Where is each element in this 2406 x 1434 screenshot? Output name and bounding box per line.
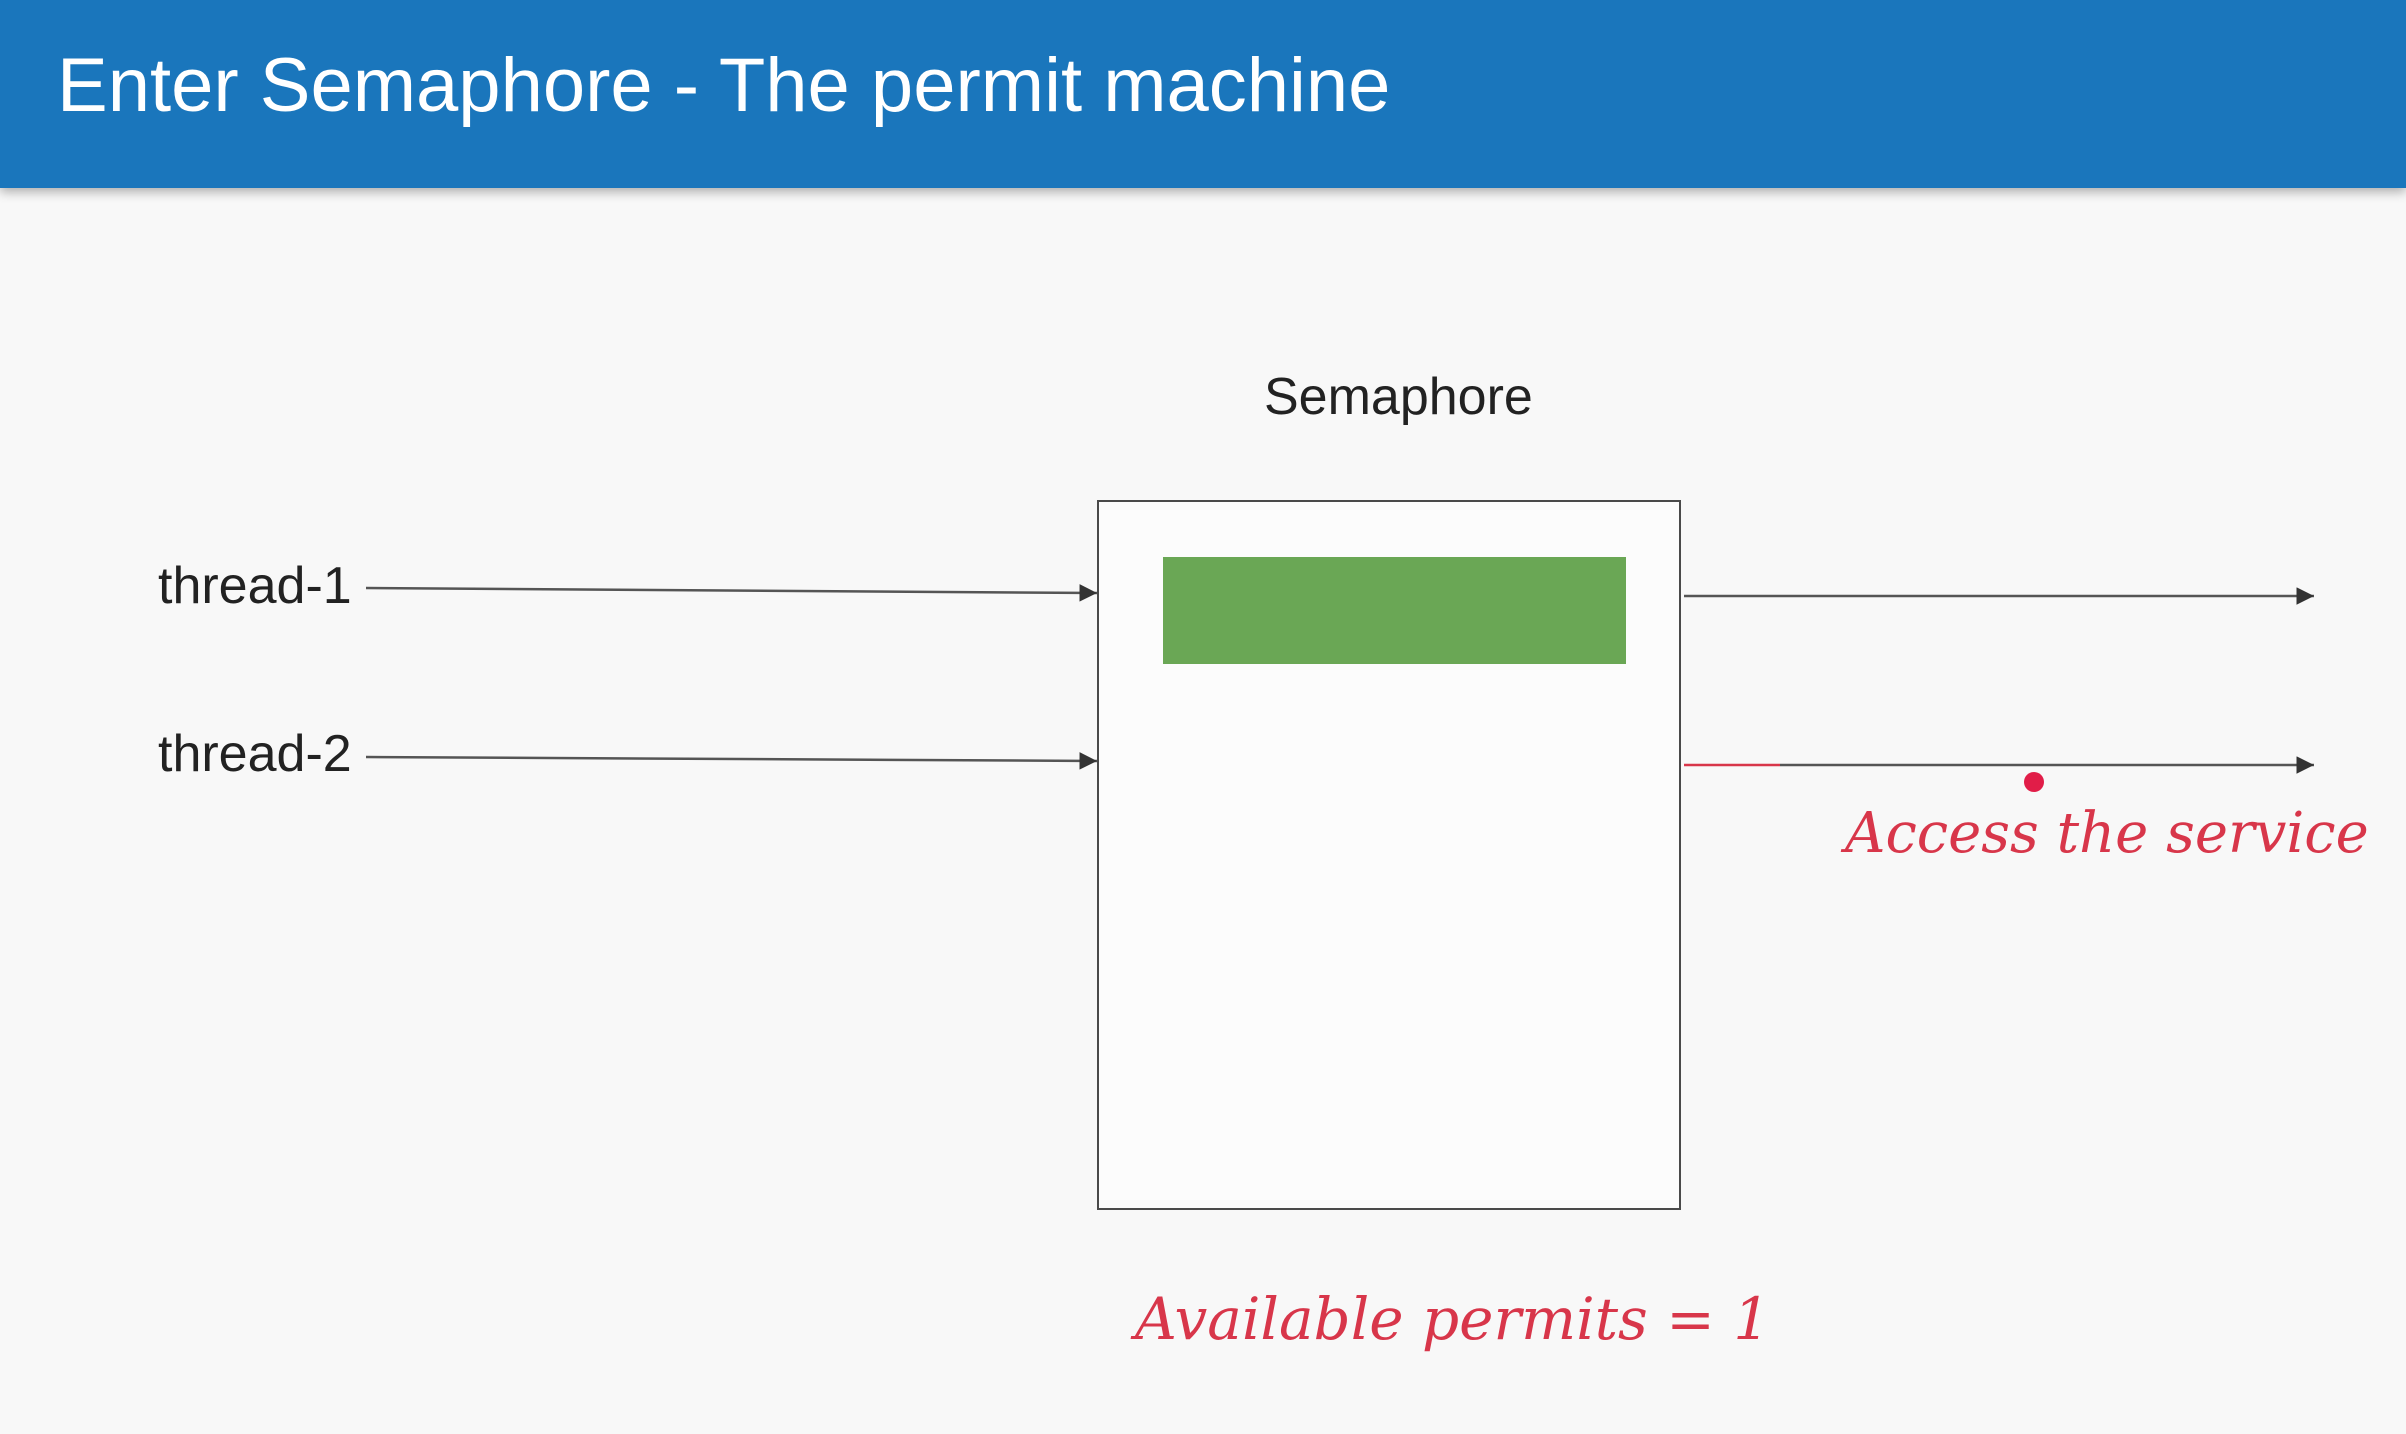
- title-bar: Enter Semaphore - The permit machine: [0, 0, 2406, 188]
- semaphore-label: Semaphore: [1264, 368, 1533, 426]
- thread-1-arrow: [365, 584, 1098, 602]
- slide-title: Enter Semaphore - The permit machine: [57, 43, 1391, 128]
- permit-block: [1163, 557, 1626, 664]
- thread-2-arrow: [365, 752, 1098, 770]
- access-service-note: Access the service: [1845, 801, 2369, 866]
- available-permits-note: Available permits = 1: [1135, 1285, 1771, 1353]
- thread-1-label: thread-1: [158, 557, 352, 615]
- thread-2-label: thread-2: [158, 725, 352, 783]
- pointer-dot: [2024, 772, 2044, 792]
